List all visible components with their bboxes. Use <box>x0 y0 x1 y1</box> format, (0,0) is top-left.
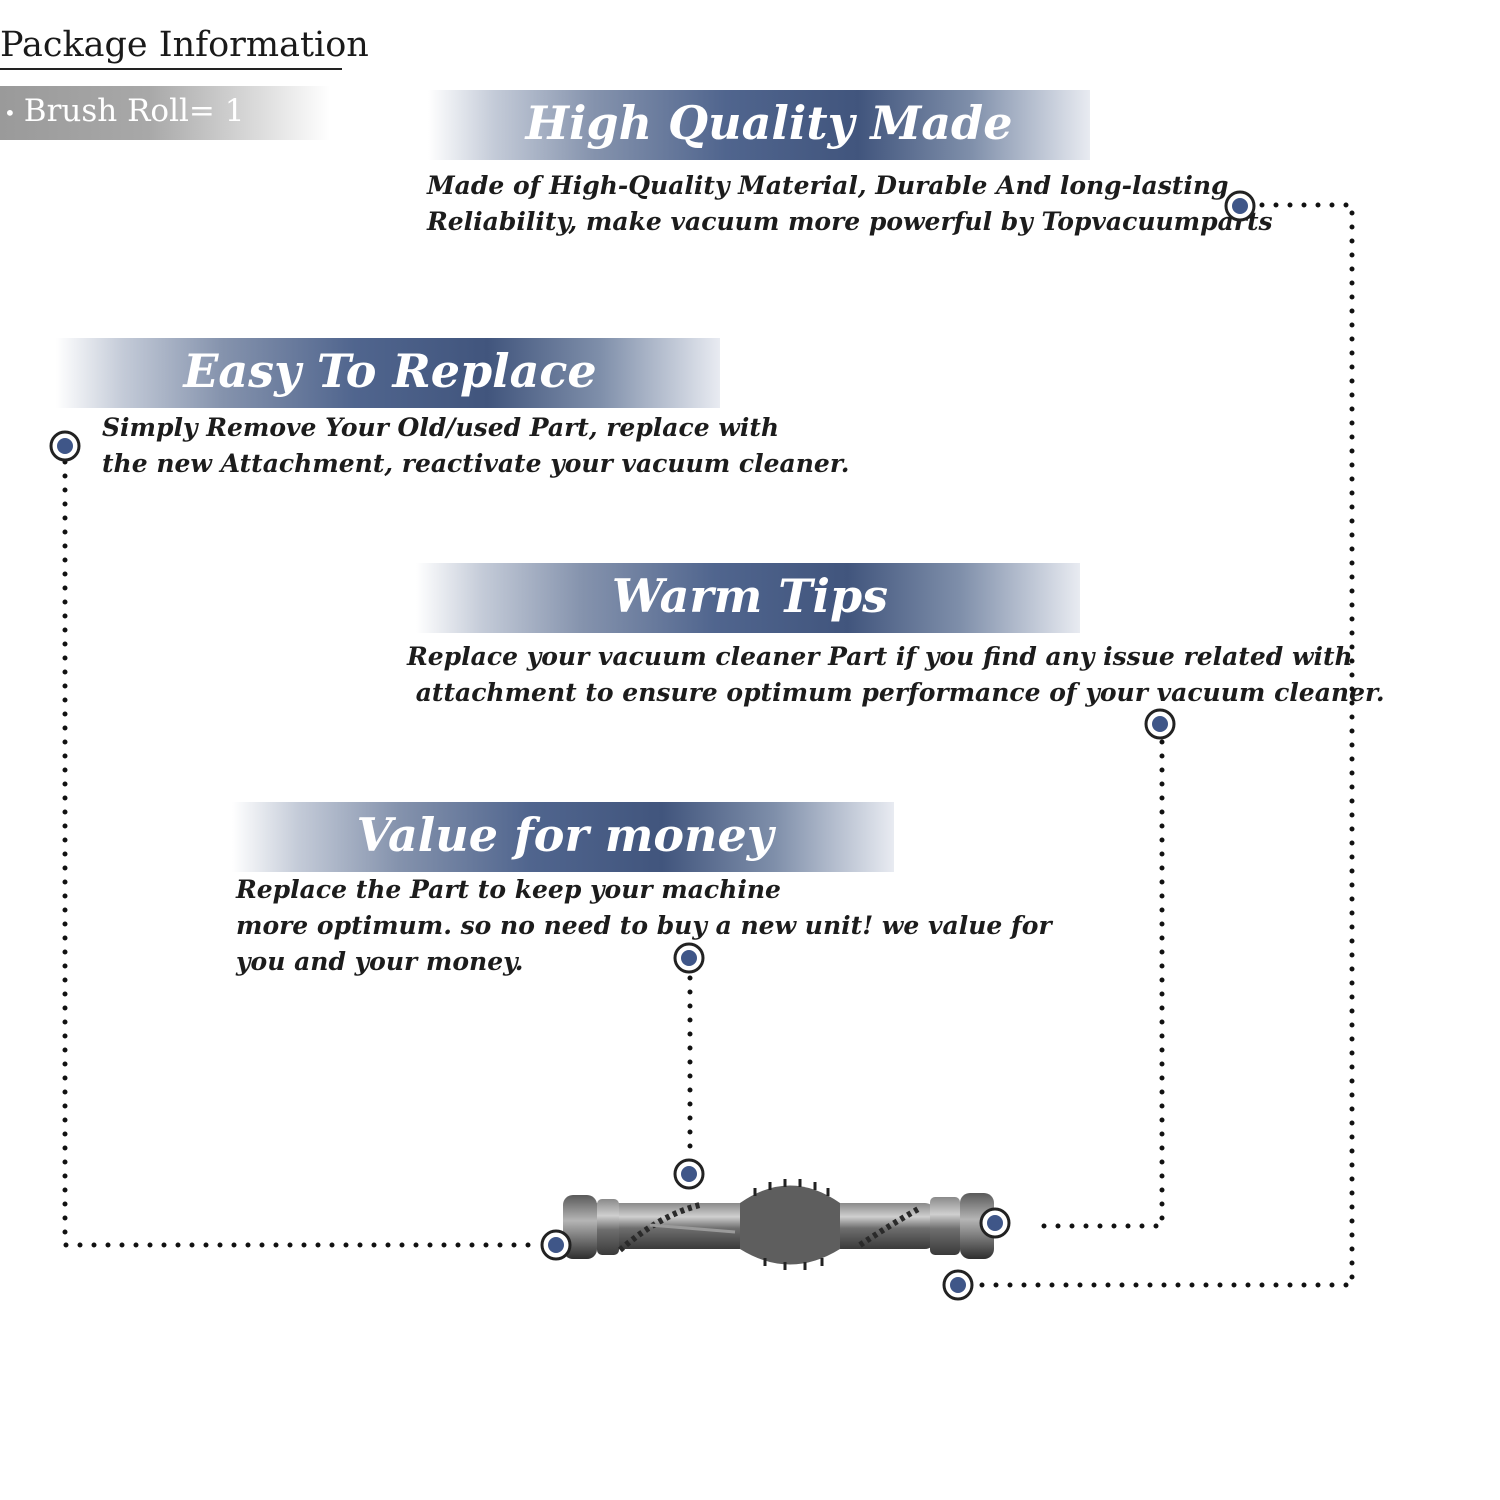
bullet-icon: • <box>4 100 16 125</box>
package-item: • Brush Roll= 1 <box>0 86 330 140</box>
connector-easy-replace <box>62 459 543 1248</box>
connector-high-quality <box>972 202 1355 1288</box>
value-money-banner: Value for money <box>232 802 894 872</box>
target-marker-icon <box>942 1269 974 1301</box>
warm-tips-description: Replace your vacuum cleaner Part if you … <box>407 639 1385 711</box>
value-money-line-1: Replace the Part to keep your machine <box>236 875 781 904</box>
target-marker-icon <box>1144 708 1176 740</box>
target-markers <box>49 190 1256 1301</box>
brush-roll-image <box>563 1179 994 1270</box>
warm-tips-line-1: Replace your vacuum cleaner Part if you … <box>407 642 1353 671</box>
easy-replace-line-1: Simply Remove Your Old/used Part, replac… <box>102 413 780 442</box>
target-marker-icon <box>673 942 705 974</box>
value-money-line-3: you and your money. <box>236 947 524 976</box>
target-marker-icon <box>673 1158 705 1190</box>
package-information-title: Package Information <box>0 22 369 70</box>
easy-replace-description: Simply Remove Your Old/used Part, replac… <box>102 410 849 482</box>
warm-tips-line-2: attachment to ensure optimum performance… <box>407 678 1385 707</box>
target-marker-icon <box>979 1207 1011 1239</box>
high-quality-line-1: Made of High-Quality Material, Durable A… <box>427 171 1229 200</box>
warm-tips-banner: Warm Tips <box>416 563 1080 633</box>
easy-replace-banner: Easy To Replace <box>56 338 720 408</box>
high-quality-banner: High Quality Made <box>428 90 1090 160</box>
connector-warm-tips <box>1037 739 1165 1229</box>
high-quality-description: Made of High-Quality Material, Durable A… <box>427 168 1273 240</box>
target-marker-icon <box>49 430 81 462</box>
target-marker-icon <box>1224 190 1256 222</box>
target-marker-icon <box>540 1229 572 1261</box>
package-item-label: Brush Roll= 1 <box>23 93 245 129</box>
value-money-line-2: more optimum. so no need to buy a new un… <box>236 911 1052 940</box>
easy-replace-line-2: the new Attachment, reactivate your vacu… <box>102 449 850 478</box>
high-quality-line-2: Reliability, make vacuum more powerful b… <box>427 207 1273 236</box>
value-money-description: Replace the Part to keep your machine mo… <box>236 872 1052 980</box>
